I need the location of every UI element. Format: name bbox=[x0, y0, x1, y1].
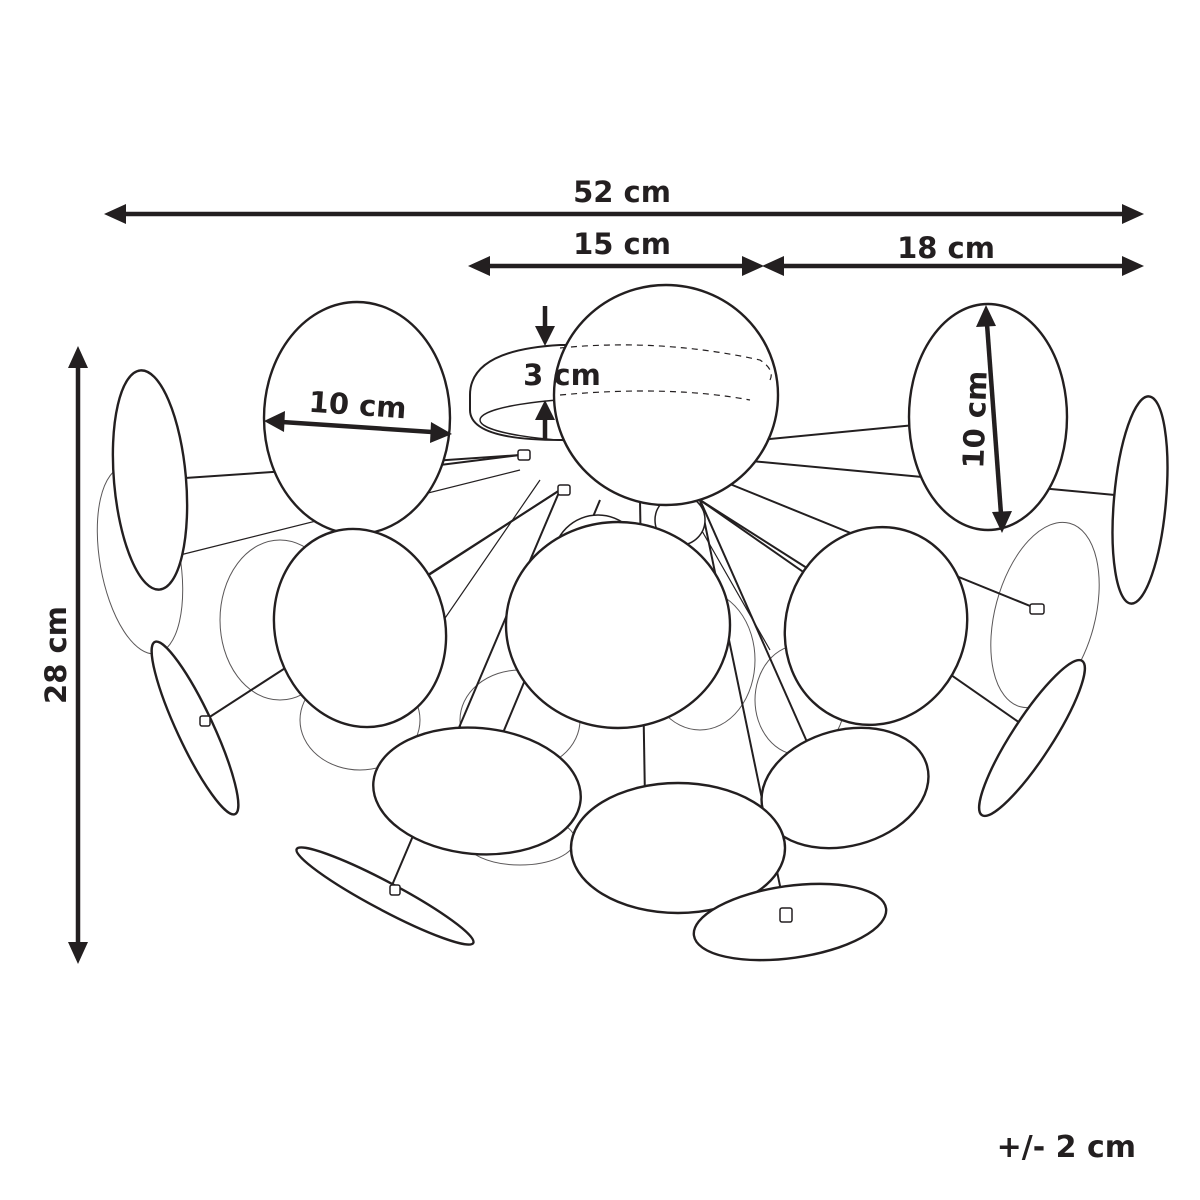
dimension-total-width: 52 cm bbox=[104, 175, 1144, 224]
disc-bottom-center bbox=[569, 781, 787, 915]
label-canopy-width: 15 cm bbox=[573, 227, 671, 261]
label-disc-vertical: 10 cm bbox=[956, 370, 993, 469]
disc-upper-right bbox=[907, 302, 1069, 532]
dimension-canopy-width: 15 cm bbox=[468, 227, 764, 276]
dimension-arm-length: 18 cm bbox=[762, 231, 1144, 276]
dimension-disc-horizontal: 10 cm bbox=[264, 385, 452, 443]
dimension-total-height: 28 cm bbox=[39, 346, 88, 964]
label-arm-length: 18 cm bbox=[897, 231, 995, 265]
rod-caps bbox=[199, 449, 1045, 923]
disc-left-top bbox=[111, 369, 189, 591]
label-total-width: 52 cm bbox=[573, 175, 671, 209]
disc-left-bottom bbox=[150, 640, 240, 816]
disc-right-top bbox=[1111, 395, 1169, 605]
disc-center bbox=[504, 520, 732, 730]
disc-top-center bbox=[552, 283, 780, 507]
disc-middle-left bbox=[272, 527, 448, 729]
label-total-height: 28 cm bbox=[39, 606, 73, 704]
disc-bottom-left-edge bbox=[295, 846, 475, 946]
disc-middle-right bbox=[783, 525, 969, 727]
label-disc-horizontal: 10 cm bbox=[308, 385, 408, 426]
disc-lower-left bbox=[372, 726, 582, 856]
label-canopy-height: 3 cm bbox=[523, 358, 601, 392]
dimension-disc-vertical: 10 cm bbox=[956, 305, 1012, 533]
dimension-canopy-height: 3 cm bbox=[523, 306, 601, 440]
tolerance-note: +/- 2 cm bbox=[996, 1130, 1136, 1165]
canopy-hidden-bottom bbox=[559, 390, 751, 401]
disc-right-bottom bbox=[977, 658, 1087, 818]
front-discs bbox=[111, 283, 1169, 962]
canopy-hidden-top bbox=[559, 344, 772, 381]
